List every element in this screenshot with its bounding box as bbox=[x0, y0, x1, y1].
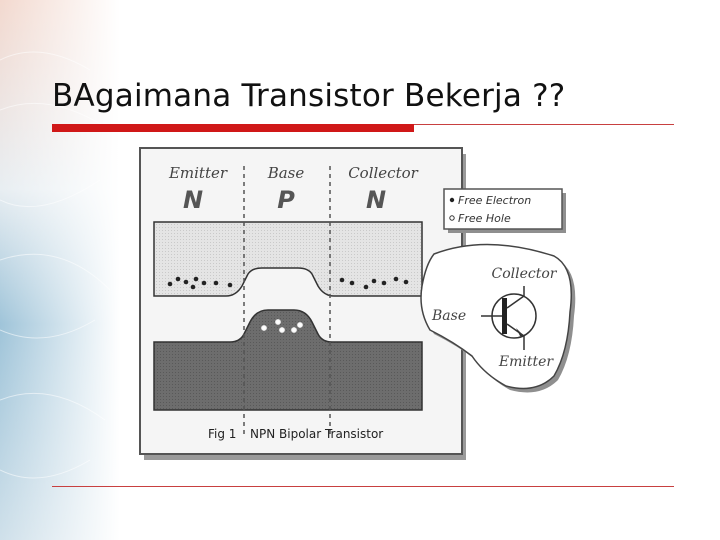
npn-transistor-symbol bbox=[481, 286, 537, 350]
emitter-label: Emitter bbox=[168, 164, 228, 182]
figure-caption: NPN Bipolar Transistor bbox=[250, 427, 383, 441]
background-decoration bbox=[0, 0, 120, 540]
title-underline-thin bbox=[414, 124, 674, 125]
npn-diagram: Emitter Base Collector N P N bbox=[139, 147, 576, 460]
emitter-type-label: N bbox=[183, 186, 203, 214]
electron-legend-icon bbox=[449, 197, 455, 203]
conduction-band bbox=[153, 221, 423, 297]
symbol-collector-label: Collector bbox=[492, 266, 558, 282]
footer-rule bbox=[52, 486, 674, 487]
legend-electron-label: Free Electron bbox=[458, 194, 531, 207]
collector-type-label: N bbox=[366, 186, 386, 214]
collector-label: Collector bbox=[348, 164, 418, 182]
base-holes bbox=[261, 319, 303, 333]
base-type-label: P bbox=[277, 186, 295, 214]
legend-hole-label: Free Hole bbox=[458, 212, 511, 225]
base-label: Base bbox=[267, 164, 305, 182]
hole-legend-icon bbox=[449, 215, 455, 221]
legend-box bbox=[443, 188, 563, 230]
collector-electrons bbox=[339, 276, 409, 290]
symbol-base-label: Base bbox=[431, 308, 466, 324]
slide-title: BAgaimana Transistor Bekerja ?? bbox=[52, 78, 566, 114]
valence-band bbox=[153, 309, 423, 411]
npn-transistor-figure: Emitter Base Collector N P N bbox=[138, 146, 588, 466]
title-underline-accent bbox=[52, 124, 414, 132]
figure-number: Fig 1 bbox=[208, 427, 236, 441]
emitter-electrons bbox=[167, 276, 233, 290]
symbol-emitter-label: Emitter bbox=[498, 354, 555, 370]
